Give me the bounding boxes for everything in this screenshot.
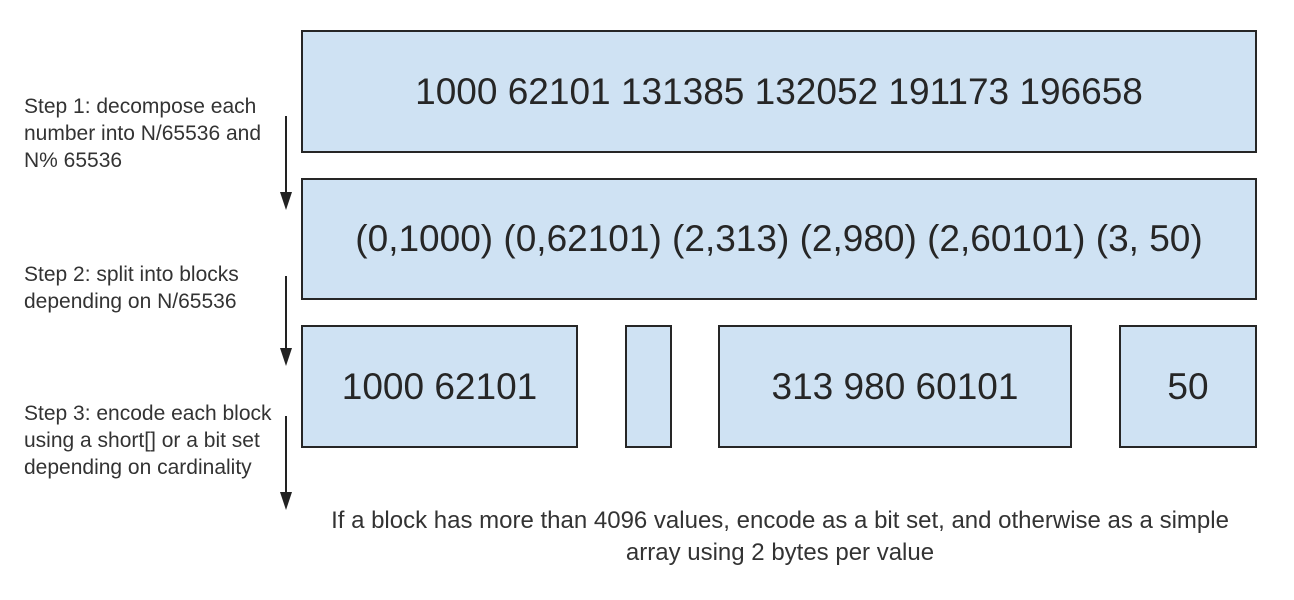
encoding-footnote: If a block has more than 4096 values, en… — [331, 507, 1229, 566]
pairs-row-text: (0,1000) (0,62101) (2,313) (2,980) (2,60… — [355, 218, 1203, 259]
block-0: 1000 62101 — [301, 325, 578, 448]
step-1-arrow-icon — [280, 116, 292, 210]
block-2: 313 980 60101 — [718, 325, 1072, 448]
step-arrows — [280, 116, 292, 510]
block-2-text: 313 980 60101 — [771, 365, 1019, 407]
step-1-label: Step 1: decompose each number into N/655… — [24, 95, 261, 172]
block-3-text: 50 — [1167, 365, 1209, 407]
numbers-row-box: 1000 62101 131385 132052 191173 196658 — [301, 30, 1257, 153]
numbers-row-text: 1000 62101 131385 132052 191173 196658 — [415, 70, 1143, 112]
step-3-label: Step 3: encode each block using a short[… — [24, 402, 272, 479]
block-0-text: 1000 62101 — [341, 365, 538, 407]
step-3-arrow-icon — [280, 416, 292, 510]
pairs-row-box: (0,1000) (0,62101) (2,313) (2,980) (2,60… — [301, 178, 1257, 300]
step-2-label: Step 2: split into blocks depending on N… — [24, 263, 239, 313]
block-3: 50 — [1119, 325, 1257, 448]
step-2-arrow-icon — [280, 276, 292, 366]
block-1-empty — [625, 325, 672, 448]
